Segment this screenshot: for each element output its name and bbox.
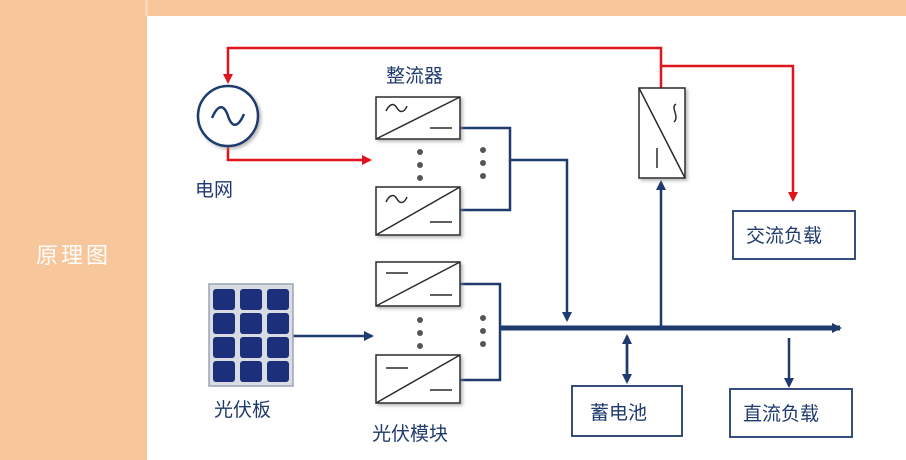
top-bar-notch xyxy=(145,0,148,16)
dc-line-pv-top xyxy=(460,282,502,328)
pv-module-label: 光伏模块 xyxy=(372,423,448,445)
rectifier-label: 整流器 xyxy=(386,65,443,87)
inverter-box xyxy=(638,87,686,179)
sidebar: 原理图 xyxy=(0,16,147,460)
grid-label: 电网 xyxy=(195,179,233,201)
dc-line-rectifier-top xyxy=(460,126,572,322)
rectifier-box-bottom xyxy=(375,186,461,236)
ac-line-to-grid xyxy=(223,46,663,88)
ac-load-box: 交流负载 xyxy=(732,210,856,260)
sine-wave-icon xyxy=(210,106,246,126)
solar-panel-icon xyxy=(208,283,294,387)
ac-line-to-ac-load xyxy=(661,64,798,202)
ac-load-label: 交流负载 xyxy=(746,225,822,247)
pv-module-box-bottom xyxy=(375,354,461,404)
dc-line-rectifier-bottom xyxy=(460,160,512,212)
dc-line-pv-bottom xyxy=(460,328,502,382)
battery-box: 蓄电池 xyxy=(571,385,683,437)
pv-panel-label: 光伏板 xyxy=(214,399,271,421)
sidebar-title: 原理图 xyxy=(35,244,111,269)
dc-lines xyxy=(292,126,842,388)
battery-label: 蓄电池 xyxy=(590,402,647,424)
pv-module-ellipsis xyxy=(417,315,486,349)
grid-source xyxy=(196,84,260,148)
pv-module-box-top xyxy=(375,261,461,307)
rectifier-box-top xyxy=(375,96,461,140)
dc-load-label: 直流负载 xyxy=(743,403,819,425)
dc-load-box: 直流负载 xyxy=(729,388,853,438)
top-bar xyxy=(0,0,906,16)
rectifier-ellipsis xyxy=(417,147,486,181)
ac-line-grid-to-rectifier xyxy=(226,138,372,165)
